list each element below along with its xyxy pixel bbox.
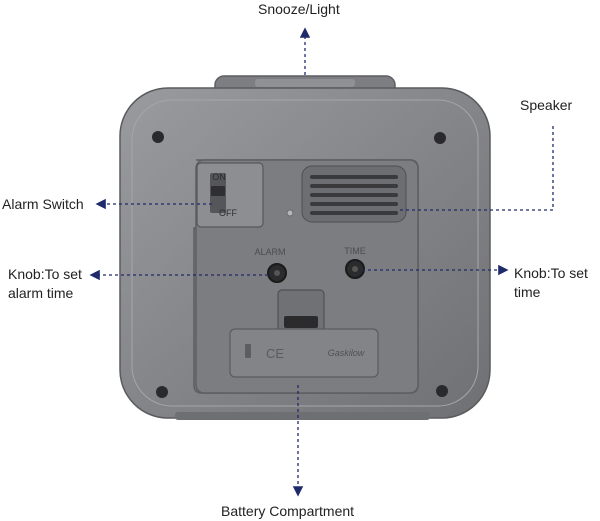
switch-off-text: OFF <box>219 208 237 218</box>
screw-bottom-left <box>156 386 168 398</box>
alarm-switch-label: Alarm Switch <box>2 196 84 212</box>
alarm-knob-text: ALARM <box>254 247 285 257</box>
battery-door <box>229 328 379 378</box>
knob-time-label: Knob:To set time <box>514 265 588 300</box>
indicator-dot <box>286 209 294 217</box>
screw-bottom-right <box>436 385 448 397</box>
battery-compartment-label: Battery Compartment <box>221 503 355 519</box>
battery-door-mark: Gaskilow <box>328 348 365 358</box>
speaker-label: Speaker <box>520 97 573 113</box>
screw-top-right <box>434 132 446 144</box>
speaker-grille <box>301 165 407 223</box>
speaker-callout-line <box>400 125 554 211</box>
switch-on-text: ON <box>212 172 226 182</box>
snooze-light-label: Snooze/Light <box>258 1 340 17</box>
knob-alarm-label: Knob:To set alarm time <box>8 266 82 301</box>
time-knob-text: TIME <box>344 246 366 256</box>
ce-mark: CE <box>266 346 284 361</box>
screw-top-left <box>152 131 164 143</box>
